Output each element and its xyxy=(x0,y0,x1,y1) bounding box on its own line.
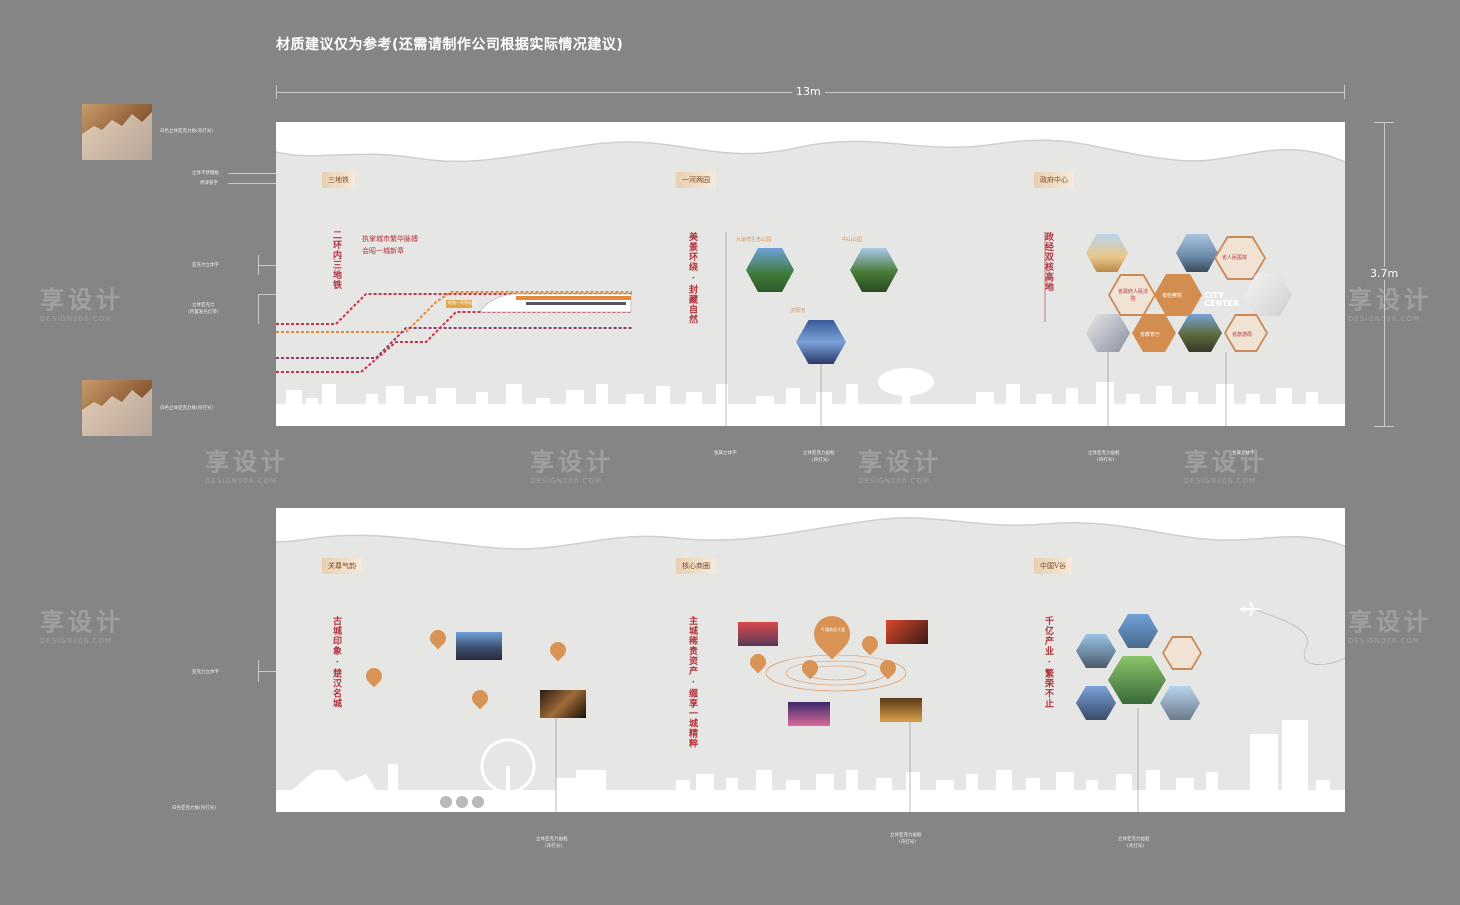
center-label: 千禧商业大道 xyxy=(821,627,845,632)
section-vertical-title: 主城稀贵资产 · 缀享一城精粹 xyxy=(687,616,697,749)
hex-label: 省人民医院 xyxy=(1222,255,1248,261)
width-dimension-tick-left xyxy=(276,85,277,99)
annotation: 亚克力立体字 xyxy=(192,670,219,675)
office-photo xyxy=(1244,274,1292,316)
annotation: 立体不锈钢板 xyxy=(192,171,219,176)
section-tag: 三地铁 xyxy=(322,172,355,188)
wall-panel-1: 三地铁 二环内三地铁 执掌城市繁华脉搏 会昭一城新章 地铁一号线站点 一河两园 … xyxy=(276,122,1345,426)
annotation: (背打光) xyxy=(1127,844,1145,849)
section-tag: 一河两园 xyxy=(676,172,716,188)
handshake-photo xyxy=(1086,314,1130,352)
annotation: (背打光) xyxy=(899,840,917,845)
annotation: 立体亚克力 xyxy=(192,303,215,308)
hex-filled xyxy=(1154,274,1202,316)
section-vertical-title: 二环内三地铁 xyxy=(331,230,341,290)
annotation: 白色立体亚克力板(背打光) xyxy=(160,129,214,134)
annotation: 白色立体亚克力板(背打光) xyxy=(160,406,214,411)
hex-label: 省旅游局 xyxy=(1232,332,1253,338)
height-dimension-tick-top xyxy=(1374,122,1394,123)
airplane-icon xyxy=(1240,602,1260,616)
hex-filled xyxy=(1132,314,1176,352)
annotation: 立体亚克力画框 xyxy=(1118,837,1150,842)
annotation: (内置发光灯带) xyxy=(188,310,219,315)
shopping-photo xyxy=(738,622,778,646)
section-vertical-title: 千亿产业 · 繁荣不止 xyxy=(1043,616,1053,709)
section-vertical-title: 政经双核高地 xyxy=(1043,232,1053,292)
section-tag: 关尊气韵 xyxy=(322,558,362,574)
height-dimension-label: 3.7m xyxy=(1366,267,1403,280)
hex-label: 省检察院 xyxy=(1162,293,1183,299)
leader-line xyxy=(228,183,318,184)
annotation: 立体亚克力画框 xyxy=(803,451,835,456)
annotation: 亚克力立体字 xyxy=(192,263,219,268)
section-vertical-title: 古城印象 · 楚汉名城 xyxy=(331,616,341,709)
section-tag: 中国V谷 xyxy=(1034,558,1073,574)
annotation: (背打光) xyxy=(545,844,563,849)
location-label: 中山公园 xyxy=(842,237,863,243)
section-heading: 执掌城市繁华脉搏 xyxy=(362,235,418,243)
material-sample-thumbnail xyxy=(82,380,152,436)
panel-decoration xyxy=(276,122,1345,426)
city-center-text: CITY CENTER xyxy=(1204,291,1240,308)
annotation: 金属立体字 xyxy=(714,451,737,456)
food-photo xyxy=(886,620,928,644)
panel-decoration xyxy=(276,508,1345,812)
height-dimension-tick-bottom xyxy=(1374,426,1394,427)
metro-label: 地铁一号线站点 xyxy=(448,300,476,305)
leader-line xyxy=(228,173,318,174)
architecture-photo xyxy=(456,632,502,660)
annotation: 立体亚克力画框 xyxy=(1088,451,1120,456)
location-label: 九道湾生态公园 xyxy=(736,237,772,243)
width-dimension-label: 13m xyxy=(792,85,825,98)
annotation: (背打光) xyxy=(1097,458,1115,463)
annotation: 金属立体字 xyxy=(1232,451,1255,456)
wall-panel-2: 关尊气韵 古城印象 · 楚汉名城 核心商圈 主城稀贵资产 · 缀享一城精粹 千禧… xyxy=(276,508,1345,812)
width-dimension-tick-right xyxy=(1344,85,1345,99)
annotation: 立体亚克力画框 xyxy=(890,833,922,838)
section-heading: 会昭一城新章 xyxy=(362,247,404,255)
hex-frame xyxy=(1224,314,1268,352)
hex-frame xyxy=(1108,274,1156,316)
section-tag: 政府中心 xyxy=(1034,172,1074,188)
leader-line xyxy=(258,294,259,324)
mall-photo xyxy=(880,698,922,722)
section-tag: 核心商圈 xyxy=(676,558,716,574)
annotation: 烤漆铁字 xyxy=(200,181,218,186)
hex-label: 省教育厅 xyxy=(1140,332,1161,338)
city-photo xyxy=(1178,314,1222,352)
annotation: (背打光) xyxy=(812,458,830,463)
bronze-bells-photo xyxy=(540,690,586,718)
annotation: 白色亚克力板(背打光) xyxy=(172,806,217,811)
page-title: 材质建议仅为参考(还需请制作公司根据实际情况建议) xyxy=(276,37,624,53)
section-vertical-title: 美景环绕 · 封藏自然 xyxy=(687,232,697,325)
annotation: 立体亚克力画框 xyxy=(536,837,568,842)
location-label: 汉阳河 xyxy=(790,308,806,314)
hex-label: 省政府人民法院 xyxy=(1118,289,1149,302)
night-street-photo xyxy=(788,702,830,726)
material-sample-thumbnail xyxy=(82,104,152,160)
